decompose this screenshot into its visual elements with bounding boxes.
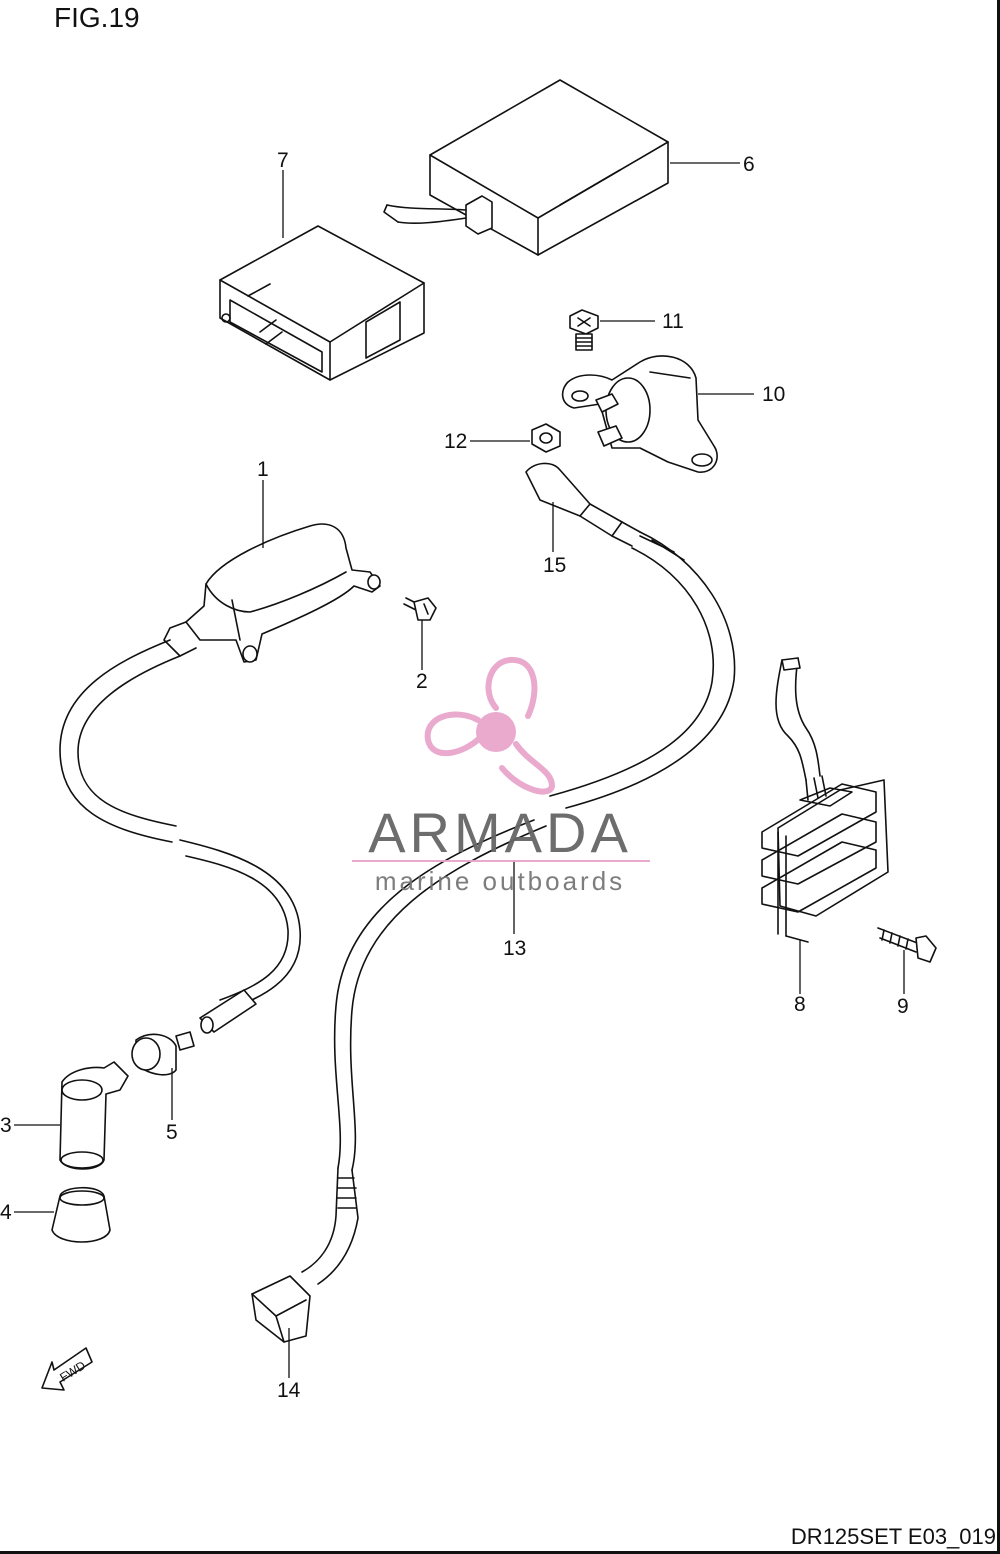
figure-title: FIG.19 — [54, 2, 140, 33]
callout-1: 1 — [257, 458, 269, 481]
part-1-ignition-coil[interactable] — [163, 523, 381, 663]
part-7-control-unit[interactable] — [219, 225, 425, 381]
callout-5: 5 — [166, 1121, 178, 1144]
part-2-screw[interactable] — [403, 597, 437, 621]
drawing-code: DR125SET E03_019 — [790, 1524, 996, 1549]
callout-3: 3 — [0, 1114, 12, 1137]
sheet-border-right — [997, 0, 1000, 1554]
part-6-cdi-unit[interactable] — [383, 79, 669, 256]
part-5-cap-seal[interactable] — [131, 1031, 195, 1076]
part-11-bolt[interactable] — [569, 309, 599, 351]
part-14-terminal[interactable] — [251, 1275, 311, 1343]
callout-numbers: 1 2 3 4 5 6 7 8 9 10 11 12 13 14 15 — [0, 149, 909, 1402]
sheet-border-bottom — [0, 1551, 1000, 1554]
callout-7: 7 — [277, 149, 289, 172]
callout-6: 6 — [743, 153, 755, 176]
part-15-lead-wire[interactable] — [525, 462, 641, 547]
callout-9: 9 — [897, 995, 909, 1018]
part-4-cover[interactable] — [51, 1186, 111, 1243]
callout-4: 4 — [0, 1201, 12, 1224]
callout-12: 12 — [444, 430, 467, 453]
callout-leaders — [14, 162, 905, 1378]
callout-8: 8 — [794, 993, 806, 1016]
callout-15: 15 — [543, 554, 566, 577]
part-10-starter-relay[interactable] — [561, 355, 718, 473]
callout-14: 14 — [277, 1379, 301, 1402]
armada-watermark: ARMADA marine outboards — [352, 656, 650, 896]
callout-2: 2 — [416, 670, 428, 693]
part-13-cable — [301, 531, 736, 1285]
part-3-plug-cap[interactable] — [59, 1061, 129, 1170]
high-tension-cord — [59, 639, 301, 1034]
callout-11: 11 — [662, 310, 684, 333]
fwd-direction-arrow: FWD — [41, 1347, 93, 1391]
watermark-tagline: marine outboards — [375, 866, 625, 896]
part-8-regulator-rectifier[interactable] — [761, 657, 889, 943]
watermark-brand: ARMADA — [368, 801, 632, 864]
callout-13: 13 — [503, 937, 526, 960]
callout-10: 10 — [762, 383, 785, 406]
propeller-logo-icon — [424, 656, 556, 795]
part-12-nut[interactable] — [531, 423, 561, 453]
part-9-screw[interactable] — [877, 927, 937, 963]
